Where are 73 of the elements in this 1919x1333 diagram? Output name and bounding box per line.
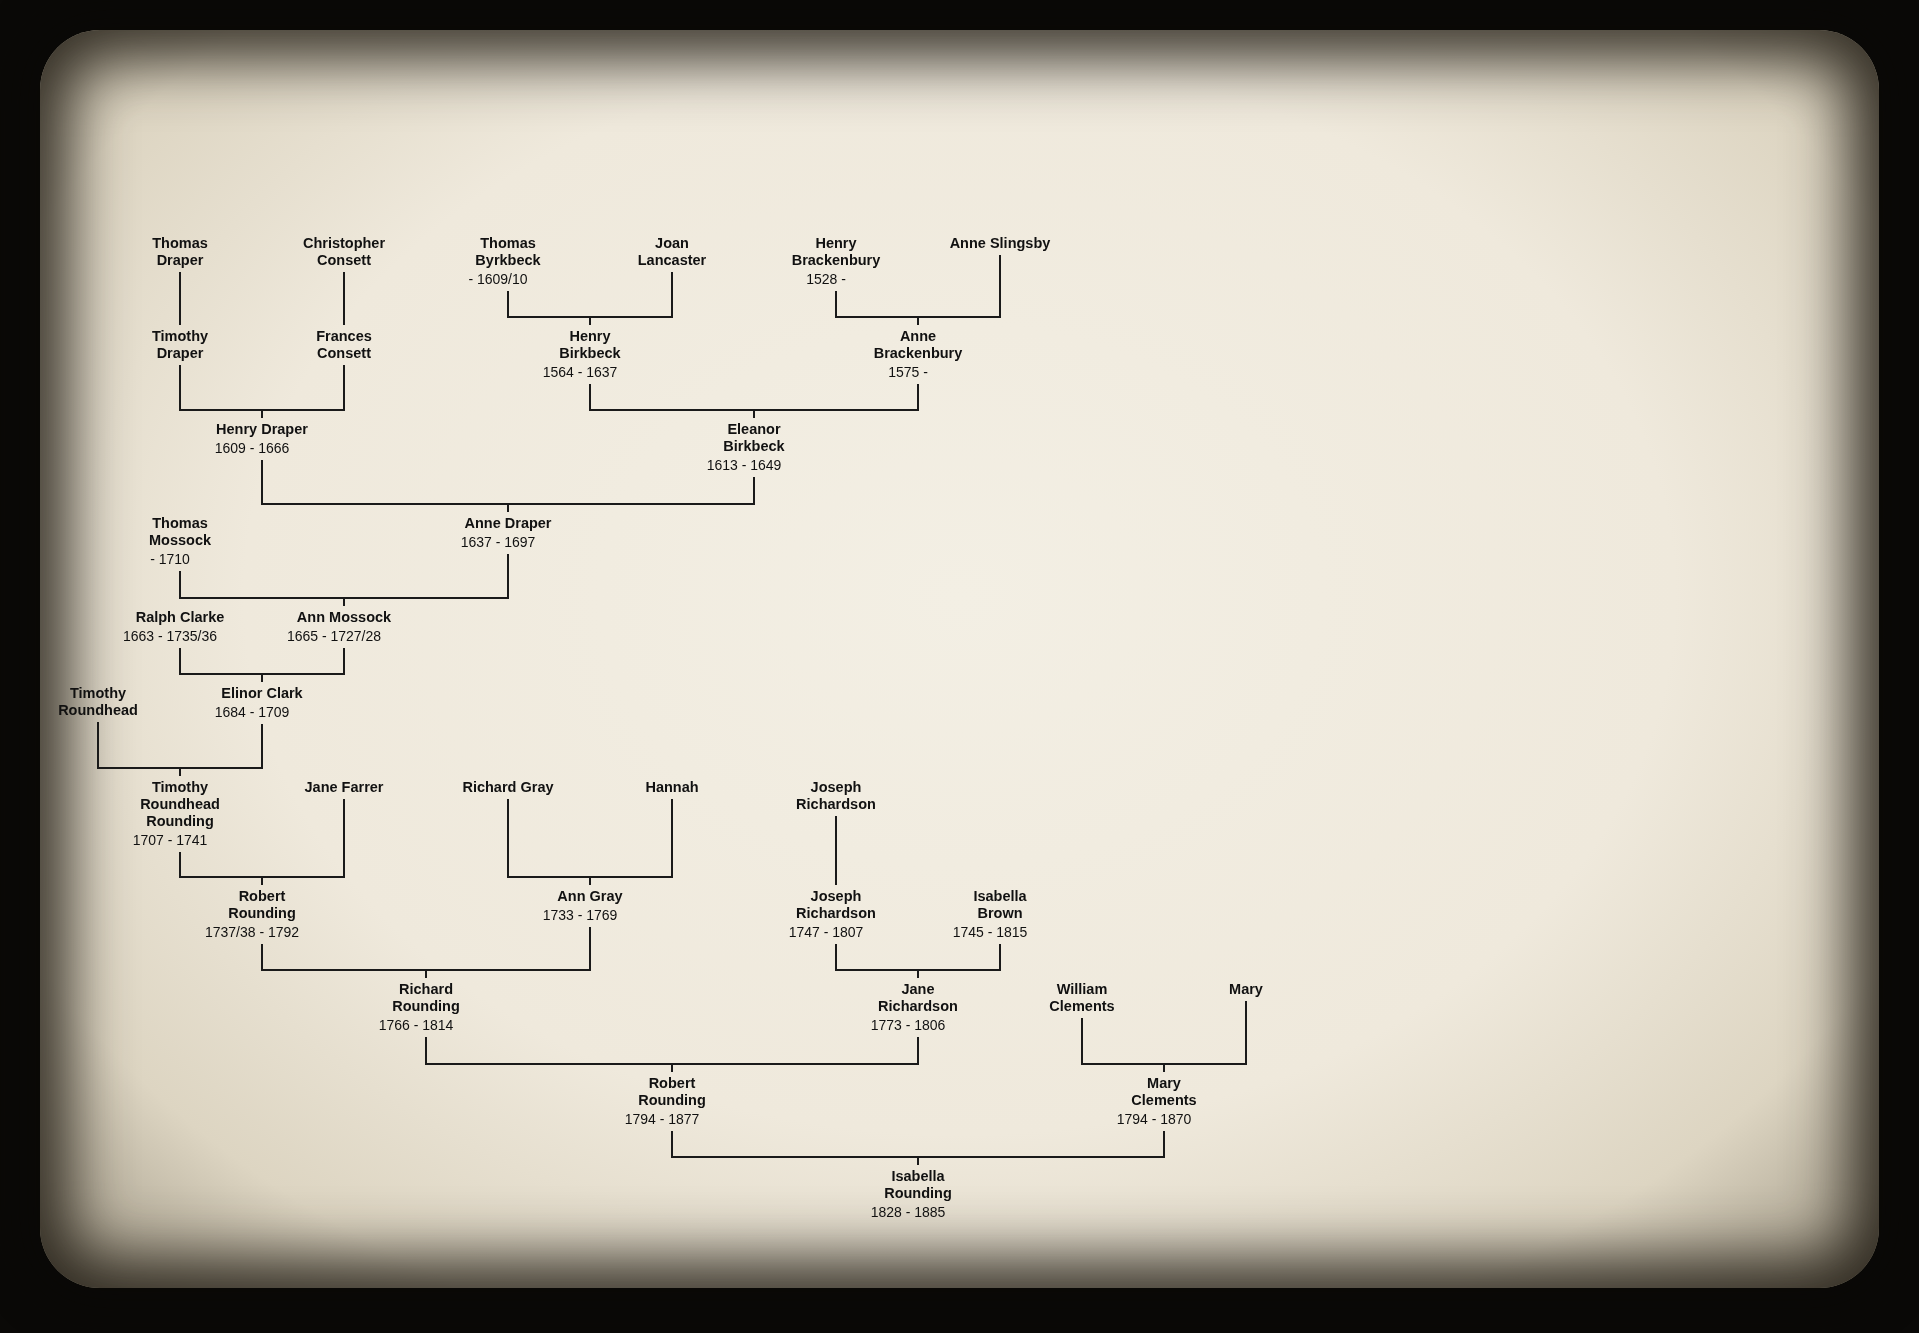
person-name: Joan Lancaster [636,235,708,269]
life-dates: 1528 - [806,270,846,288]
connector-line [917,1130,1165,1166]
connector-line [179,271,181,326]
life-dates: 1733 - 1769 [542,906,618,924]
life-dates: 1663 - 1735/36 [122,627,218,645]
life-dates: 1794 - 1870 [1116,1110,1192,1128]
connector-line [589,798,673,886]
person-name: Isabella Brown [972,888,1028,922]
person-name: Robert Rounding [637,1075,707,1109]
connector-line [671,1036,919,1073]
person-name: Ann Mossock [296,609,392,626]
life-dates: 1637 - 1697 [460,533,536,551]
connector-line [343,553,509,607]
person-name: Isabella Rounding [883,1168,953,1202]
person-name: William Clements [1048,981,1116,1015]
connector-line [261,798,345,886]
person-name: Frances Consett [315,328,373,362]
connector-line [917,254,1001,326]
person-name: Robert Rounding [227,888,297,922]
life-dates: 1575 - [888,363,928,381]
person-name: Timothy Roundhead Rounding [139,779,221,830]
person-name: Henry Brackenbury [790,235,882,269]
life-dates: 1564 - 1637 [542,363,618,381]
person-name: Joseph Richardson [795,779,877,813]
connector-line [589,271,673,326]
connector-line [507,476,755,513]
person-name: Ann Gray [557,888,623,905]
person-name: Timothy Draper [150,328,210,362]
life-dates: 1745 - 1815 [952,923,1028,941]
person-name: Mary [1229,981,1263,998]
person-name: Jane Farrer [304,779,384,796]
person-name: Timothy Roundhead [57,685,139,719]
life-dates: - 1710 [150,550,190,568]
person-name: Thomas Byrkbeck [474,235,542,269]
person-name: Joseph Richardson [795,888,877,922]
connector-line [261,364,345,419]
person-name: Jane Richardson [877,981,959,1015]
connector-line [261,647,345,683]
life-dates: 1828 - 1885 [870,1203,946,1221]
life-dates: 1613 - 1649 [706,456,782,474]
person-name: Eleanor Birkbeck [722,421,786,455]
person-name: Hannah [645,779,699,796]
person-name: Richard Gray [462,779,554,796]
person-name: Thomas Draper [151,235,209,269]
person-name: Christopher Consett [301,235,387,269]
person-name: Henry Birkbeck [558,328,622,362]
life-dates: 1684 - 1709 [214,703,290,721]
person-name: Richard Rounding [391,981,461,1015]
life-dates: 1665 - 1727/28 [286,627,382,645]
person-name: Anne Draper [464,515,552,532]
connector-line [917,943,1001,979]
connector-line [425,926,591,979]
connector-line [179,723,263,777]
life-dates: 1747 - 1807 [788,923,864,941]
life-dates: 1794 - 1877 [624,1110,700,1128]
life-dates: 1766 - 1814 [378,1016,454,1034]
life-dates: 1609 - 1666 [214,439,290,457]
life-dates: - 1609/10 [468,270,528,288]
person-name: Anne Slingsby [949,235,1051,252]
person-name: Thomas Mossock [147,515,213,549]
connector-line [835,815,837,886]
connector-line [753,383,919,419]
person-name: Ralph Clarke [135,609,225,626]
person-name: Mary Clements [1130,1075,1198,1109]
life-dates: 1773 - 1806 [870,1016,946,1034]
connector-line [1163,1000,1247,1073]
connector-line [343,271,345,326]
person-name: Anne Brackenbury [872,328,964,362]
person-name: Elinor Clark [221,685,303,702]
life-dates: 1707 - 1741 [132,831,208,849]
person-name: Henry Draper [216,421,308,438]
life-dates: 1737/38 - 1792 [204,923,300,941]
